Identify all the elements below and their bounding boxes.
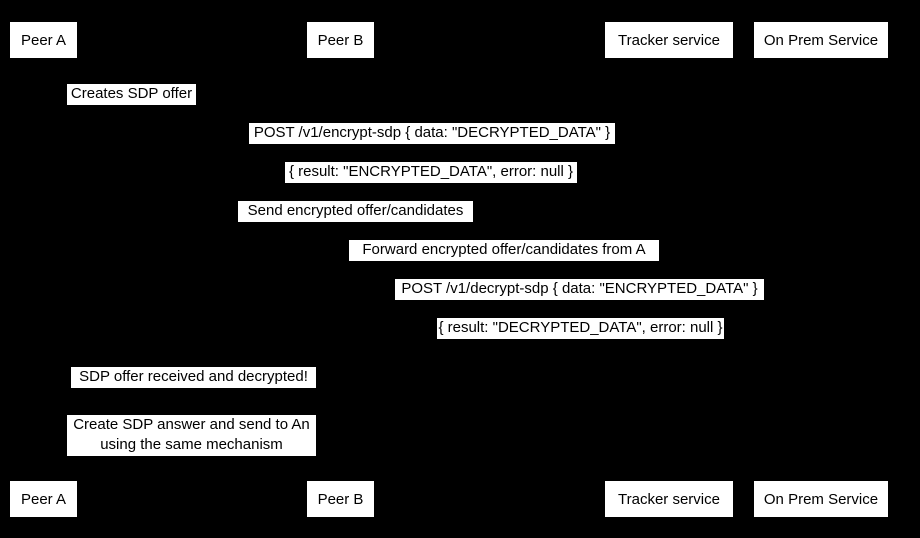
participant-box-on-prem-bottom[interactable]: On Prem Service <box>754 481 888 517</box>
participant-box-tracker-top[interactable]: Tracker service <box>605 22 733 58</box>
lifeline-peer-b <box>340 58 341 478</box>
message-label-create-sdp-answer: Create SDP answer and send to An using t… <box>67 415 316 456</box>
message-label-post-encrypt-sdp: POST /v1/encrypt-sdp { data: "DECRYPTED_… <box>249 123 615 144</box>
participant-box-peer-a-bottom[interactable]: Peer A <box>10 481 77 517</box>
message-label-creates-sdp-offer: Creates SDP offer <box>67 84 196 105</box>
participant-box-peer-a-top[interactable]: Peer A <box>10 22 77 58</box>
participant-box-peer-b-bottom[interactable]: Peer B <box>307 481 374 517</box>
message-label-sdp-offer-received: SDP offer received and decrypted! <box>71 367 316 388</box>
participant-box-on-prem-top[interactable]: On Prem Service <box>754 22 888 58</box>
message-label-result-decrypted-data: { result: "DECRYPTED_DATA", error: null … <box>437 318 724 339</box>
message-label-send-encrypted-offer: Send encrypted offer/candidates <box>238 201 473 222</box>
message-line-8 <box>340 387 380 388</box>
lifeline-on-prem <box>821 58 822 478</box>
lifeline-tracker <box>668 58 669 478</box>
participant-box-tracker-bottom[interactable]: Tracker service <box>605 481 733 517</box>
message-label-forward-encrypted-offer: Forward encrypted offer/candidates from … <box>349 240 659 261</box>
participant-box-peer-b-top[interactable]: Peer B <box>307 22 374 58</box>
message-line-9 <box>340 456 380 457</box>
message-label-post-decrypt-sdp: POST /v1/decrypt-sdp { data: "ENCRYPTED_… <box>395 279 764 300</box>
lifeline-peer-a <box>43 58 44 478</box>
message-label-result-encrypted-data: { result: "ENCRYPTED_DATA", error: null … <box>285 162 577 183</box>
message-line-1 <box>43 104 83 105</box>
